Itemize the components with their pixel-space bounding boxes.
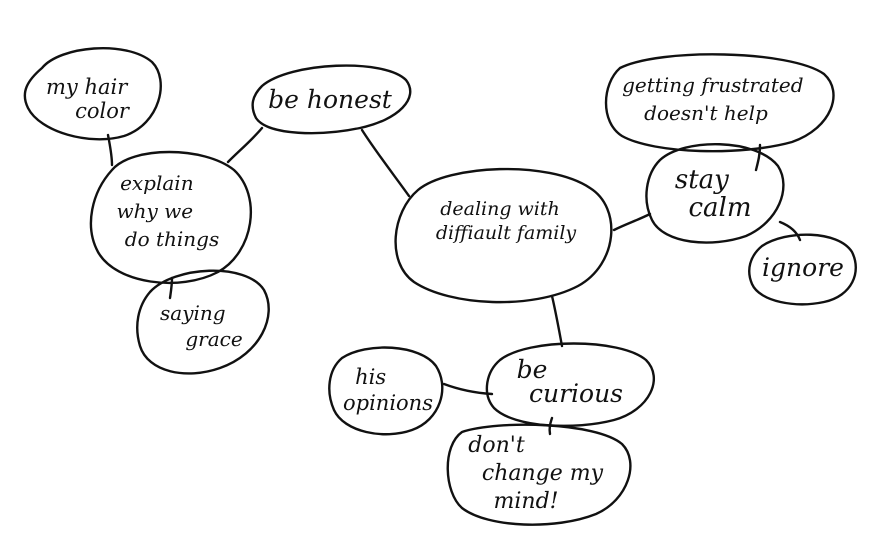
explain-node-label: explain why we do things xyxy=(117,171,220,251)
be-curious-node-label: be curious xyxy=(517,355,623,408)
dont-change-node-label: don't change my mind! xyxy=(468,433,610,514)
be-curious-node-outline xyxy=(485,342,656,428)
be-honest-node-outline xyxy=(251,64,412,135)
connector-central-stay-calm xyxy=(612,212,652,232)
central-node-outline xyxy=(394,167,613,304)
node-labels: dealing with diffiault family be honest … xyxy=(46,73,844,514)
saying-grace-node-label: saying grace xyxy=(160,301,243,351)
hair-color-node-outline xyxy=(23,47,162,141)
node-shapes xyxy=(23,47,857,526)
frustrated-node-label: getting frustrated doesn't help xyxy=(622,73,810,125)
his-opinions-node-outline xyxy=(328,346,444,436)
connector-central-be-honest xyxy=(360,128,411,198)
connector-stay-calm-ignore xyxy=(778,220,802,242)
ignore-node-label: ignore xyxy=(762,253,844,282)
hair-color-node-label: my hair color xyxy=(46,75,134,123)
connector-be-honest-explain xyxy=(226,126,264,164)
dont-change-node-outline xyxy=(446,423,632,526)
frustrated-node-outline xyxy=(604,53,835,153)
be-honest-node-label: be honest xyxy=(268,85,393,114)
connector-central-be-curious xyxy=(550,294,564,348)
stay-calm-node-label: stay calm xyxy=(675,165,752,223)
connector-explain-hair-color xyxy=(106,133,114,167)
saying-grace-node-outline xyxy=(136,269,270,375)
central-node-label: dealing with diffiault family xyxy=(436,198,577,244)
stay-calm-node-outline xyxy=(645,143,785,244)
ignore-node-outline xyxy=(748,233,857,306)
his-opinions-node-label: his opinions xyxy=(343,365,433,415)
connector-explain-saying-grace xyxy=(168,276,174,300)
connector-be-curious-his-opinions xyxy=(442,382,494,396)
